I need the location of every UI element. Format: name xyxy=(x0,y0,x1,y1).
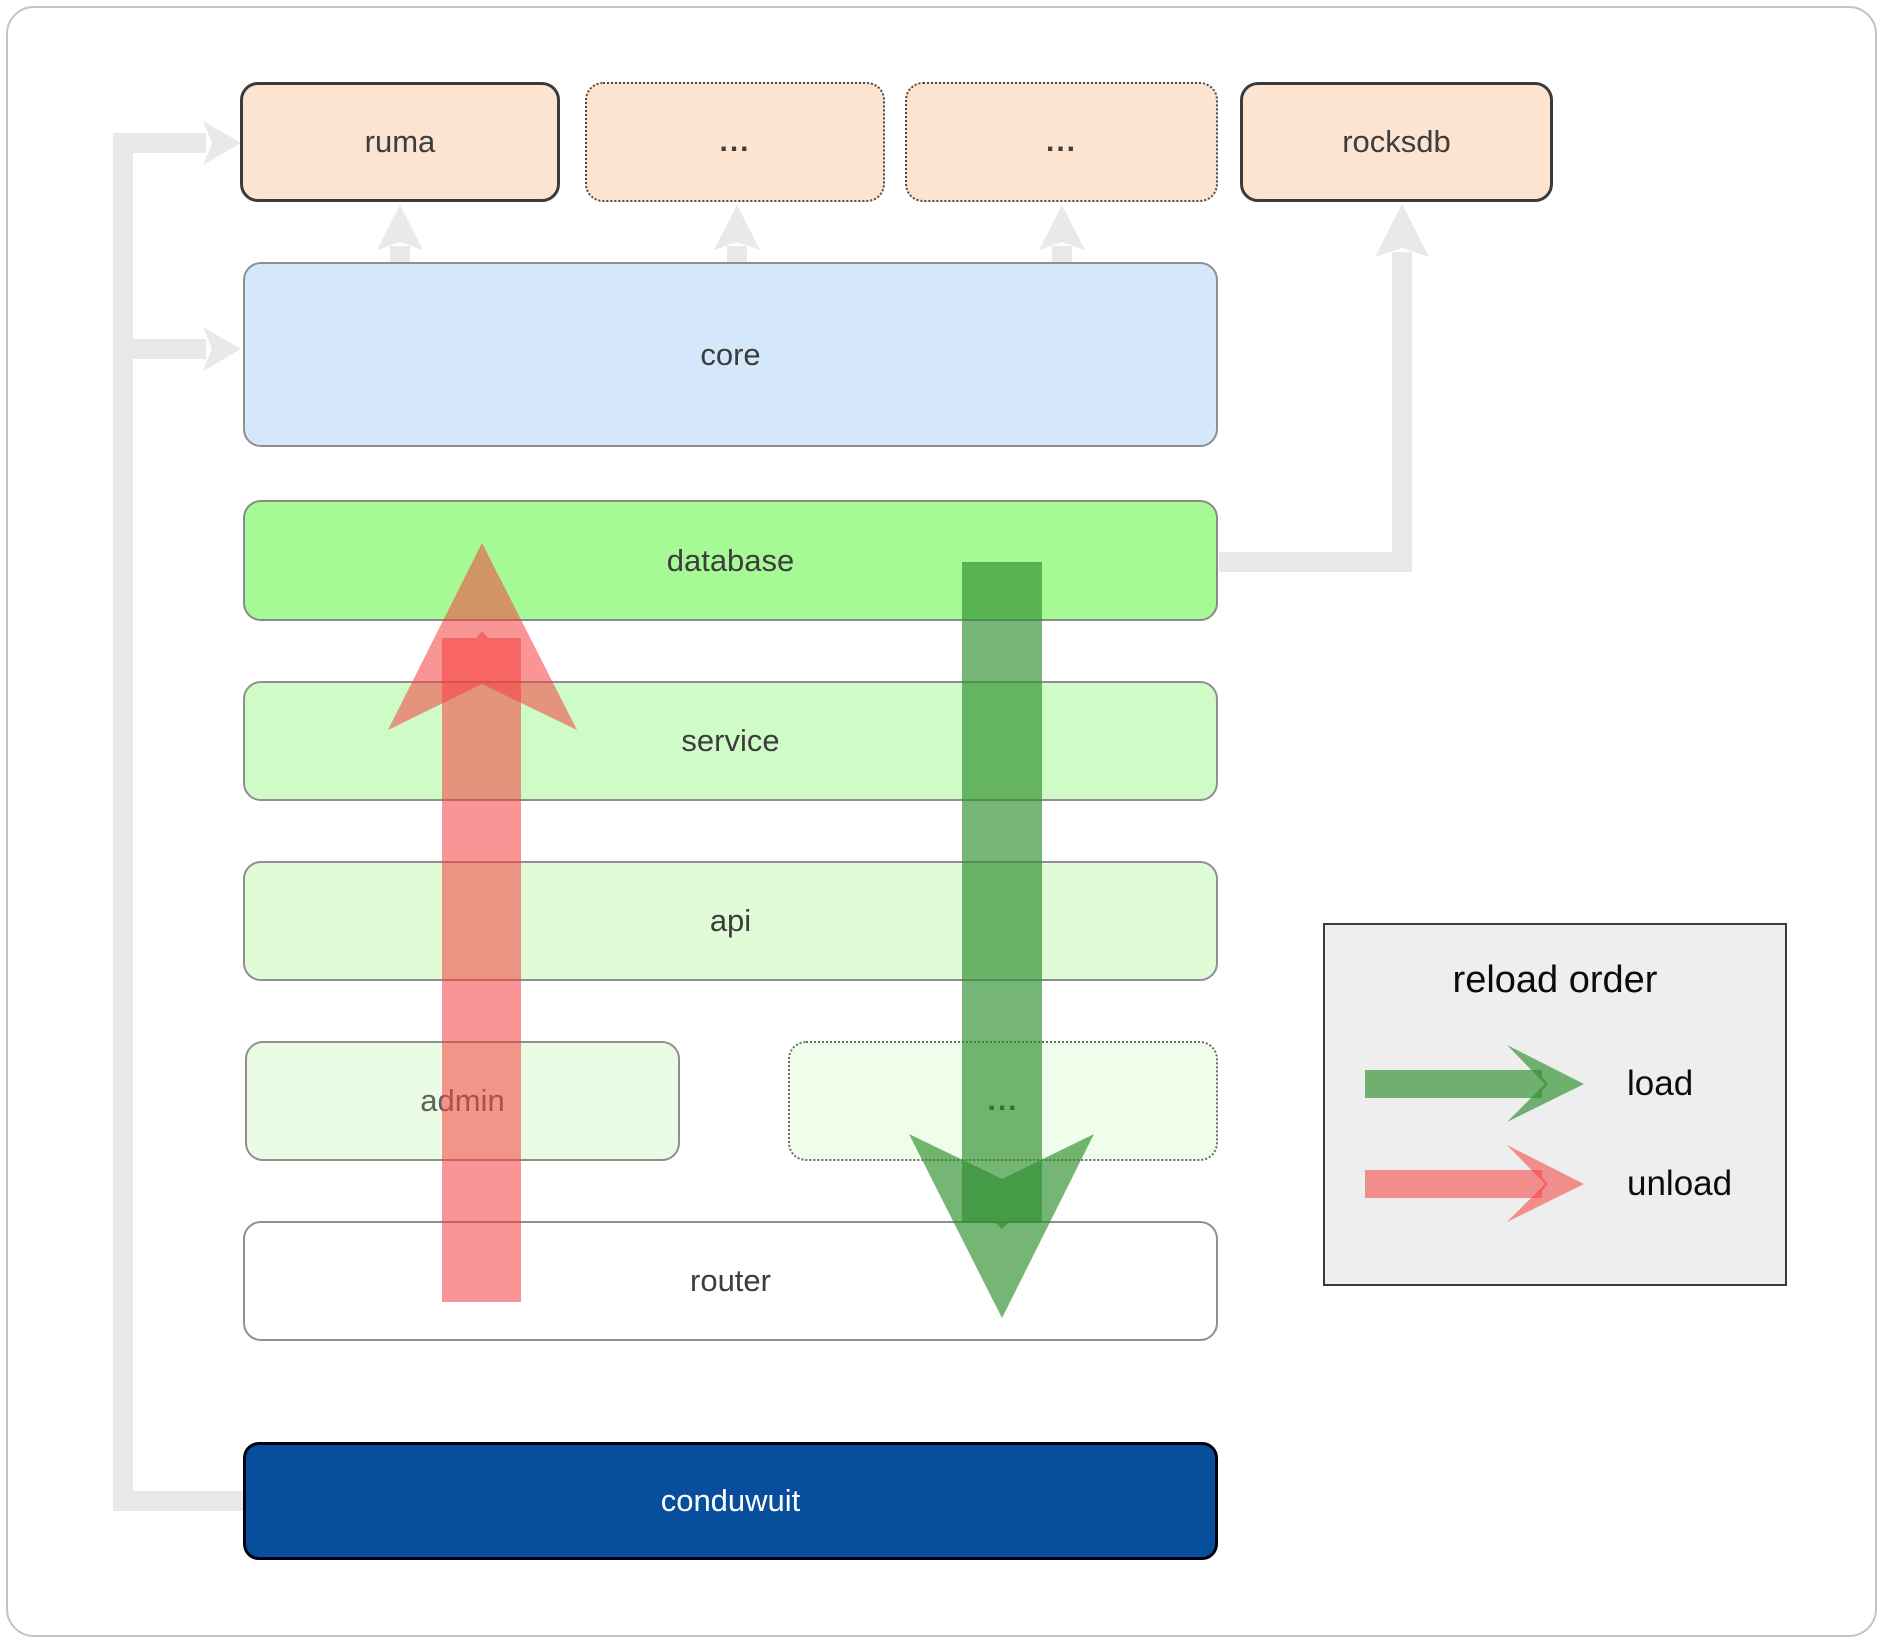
arrowhead-core-module-b-icon xyxy=(1039,205,1085,250)
connector-core-module-a xyxy=(727,246,747,264)
arrowhead-to-core-icon xyxy=(203,327,241,371)
legend-unload-arrow-shaft xyxy=(1365,1170,1548,1198)
connector-database-rocksdb xyxy=(1219,252,1412,572)
node-api: api xyxy=(243,861,1218,981)
node-top-module-a: ... xyxy=(585,82,885,202)
node-rocksdb-label: rocksdb xyxy=(1342,124,1451,159)
legend-load-label: load xyxy=(1627,1064,1694,1103)
node-rocksdb: rocksdb xyxy=(1240,82,1553,202)
arrowhead-core-module-a-icon xyxy=(714,205,760,250)
node-database: database xyxy=(243,500,1218,621)
legend-unload-arrow-head-icon xyxy=(1507,1145,1584,1222)
legend: reload order load unload xyxy=(1323,923,1787,1286)
legend-load-arrow-shaft xyxy=(1365,1070,1548,1098)
node-conduwuit-label: conduwuit xyxy=(660,1483,801,1518)
node-conduwuit: conduwuit xyxy=(243,1442,1218,1560)
node-bottom-module-label: ... xyxy=(987,1084,1019,1117)
node-top-module-b-label: ... xyxy=(1045,125,1077,158)
node-ruma: ruma xyxy=(240,82,560,202)
arrowhead-core-ruma-icon xyxy=(377,205,423,250)
legend-load-arrow-head-icon xyxy=(1507,1045,1584,1122)
node-bottom-module: ... xyxy=(788,1041,1218,1161)
node-router-label: router xyxy=(690,1263,771,1298)
legend-unload-label: unload xyxy=(1627,1164,1733,1203)
node-router: router xyxy=(243,1221,1218,1341)
node-top-module-b: ... xyxy=(905,82,1218,202)
node-admin: admin xyxy=(245,1041,680,1161)
node-database-label: database xyxy=(666,542,795,578)
arrowhead-to-rocksdb-icon xyxy=(1375,204,1429,257)
node-api-label: api xyxy=(709,903,752,938)
legend-title: reload order xyxy=(1452,959,1658,1001)
node-service: service xyxy=(243,681,1218,801)
connector-core-ruma xyxy=(390,246,410,264)
node-service-label: service xyxy=(681,723,780,758)
outer-frame xyxy=(6,6,1877,1637)
connector-core-module-b xyxy=(1052,246,1072,264)
legend-arrows xyxy=(1365,1045,1584,1222)
arrowhead-to-ruma-icon xyxy=(203,121,241,165)
node-top-module-a-label: ... xyxy=(719,125,751,158)
node-admin-label: admin xyxy=(420,1083,505,1118)
node-core-label: core xyxy=(700,336,761,372)
node-ruma-label: ruma xyxy=(364,124,436,159)
connector-conduwuit-riser xyxy=(113,133,243,1511)
node-core: core xyxy=(243,262,1218,447)
